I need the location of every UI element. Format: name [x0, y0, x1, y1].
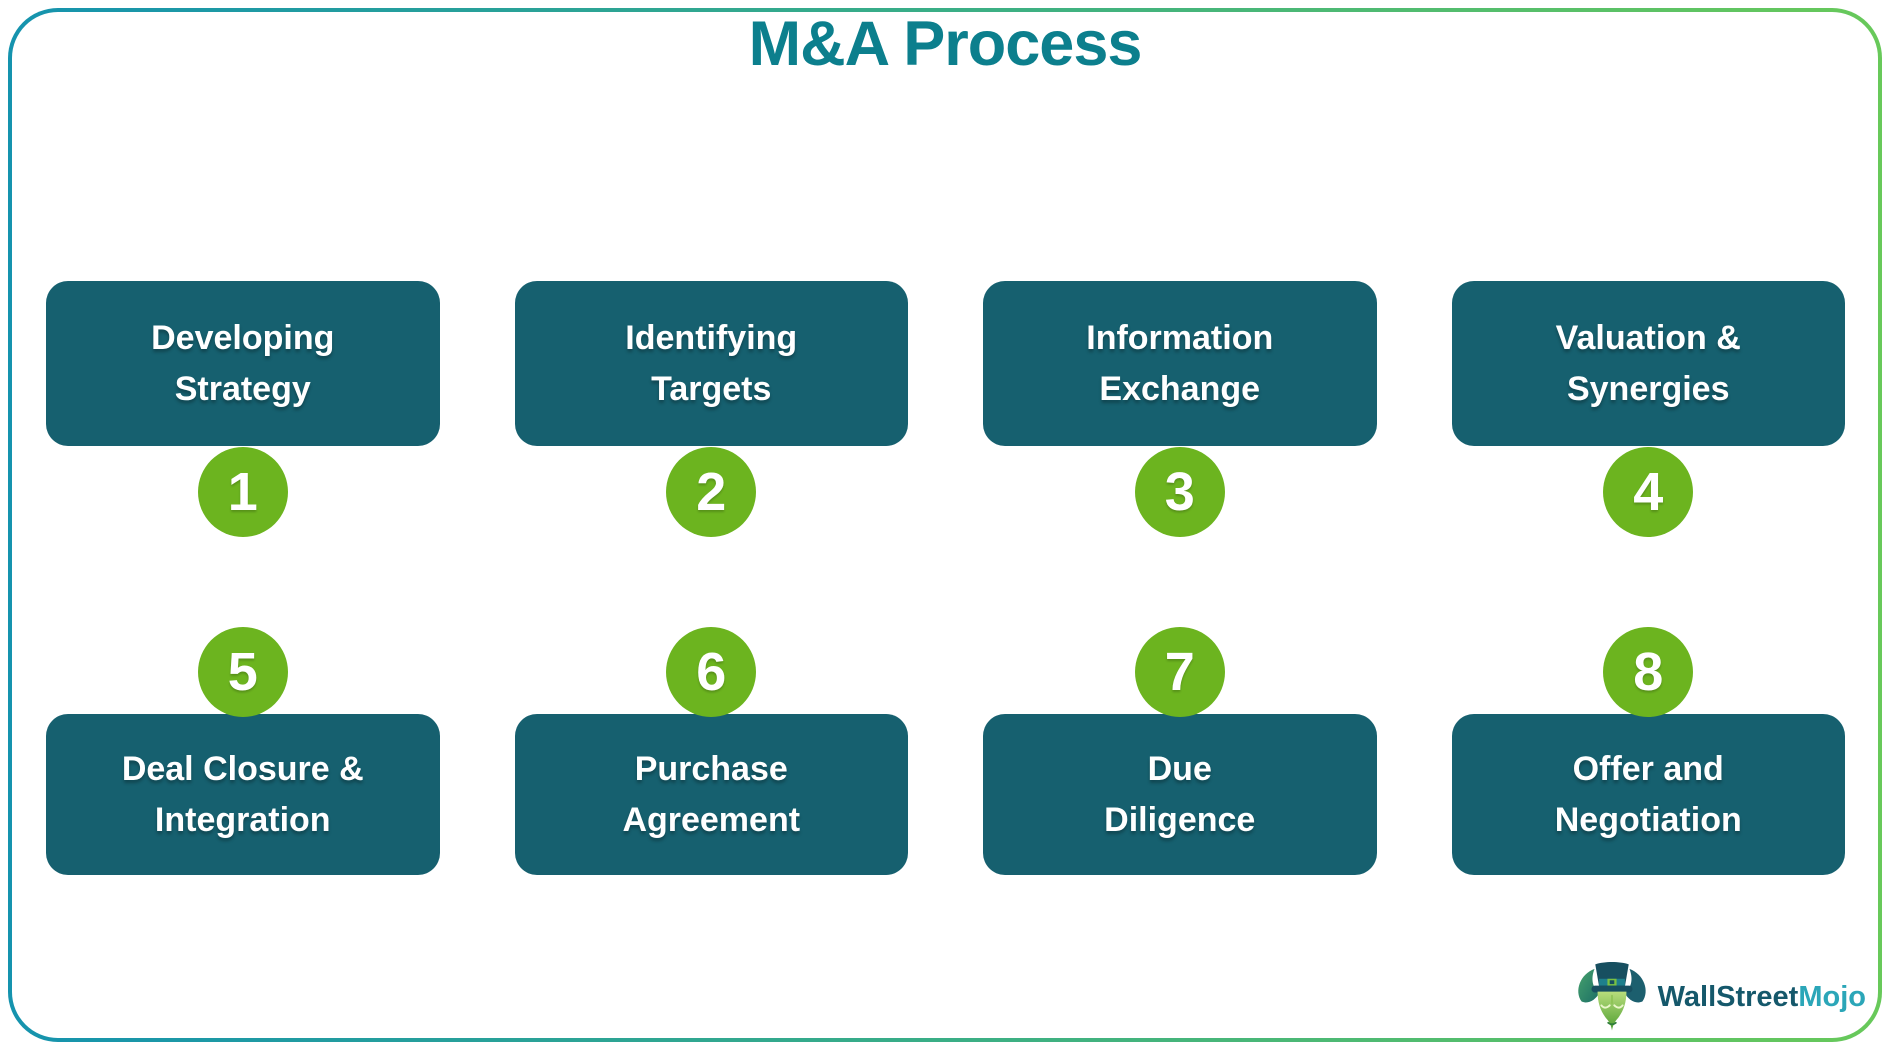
- step-number-badge: 4: [1603, 447, 1694, 537]
- process-step: Information Exchange 3: [983, 281, 1377, 537]
- step-number-badge: 7: [1134, 627, 1225, 717]
- step-number-badge: 5: [197, 627, 288, 717]
- process-step: 8 Offer and Negotiation: [1451, 627, 1845, 875]
- wallstreetmojo-bull-icon: [1577, 962, 1646, 1031]
- process-step: Identifying Targets 2: [514, 281, 908, 537]
- step-box: Due Diligence: [983, 714, 1377, 875]
- process-step: 6 Purchase Agreement: [514, 627, 908, 875]
- step-label: Due Diligence: [1104, 749, 1256, 839]
- step-number-badge: 6: [666, 627, 757, 717]
- step-box: Purchase Agreement: [514, 714, 908, 875]
- page-title: M&A Process: [748, 9, 1143, 79]
- step-number-badge: 2: [666, 447, 757, 537]
- brand-text-secondary: Mojo: [1798, 980, 1866, 1013]
- process-step: 5 Deal Closure & Integration: [46, 627, 440, 875]
- wallstreetmojo-wordmark: WallStreetMojo: [1658, 981, 1866, 1014]
- process-row-bottom: 5 Deal Closure & Integration 6 Purchase …: [46, 627, 1845, 875]
- wallstreetmojo-logo: WallStreetMojo: [1574, 956, 1866, 1038]
- brand-text-primary: WallStreet: [1657, 980, 1799, 1013]
- step-label: Purchase Agreement: [622, 749, 801, 839]
- step-number-badge: 8: [1603, 627, 1694, 717]
- step-box: Valuation & Synergies: [1451, 281, 1845, 446]
- step-label: Deal Closure & Integration: [121, 749, 364, 839]
- step-box: Developing Strategy: [46, 281, 440, 446]
- step-label: Valuation & Synergies: [1555, 318, 1741, 408]
- step-number-badge: 1: [197, 447, 288, 537]
- step-label: Identifying Targets: [625, 318, 798, 408]
- step-box: Offer and Negotiation: [1451, 714, 1845, 875]
- process-step: 7 Due Diligence: [983, 627, 1377, 875]
- step-label: Developing Strategy: [151, 318, 335, 408]
- step-label: Offer and Negotiation: [1554, 749, 1742, 839]
- step-box: Identifying Targets: [514, 281, 908, 446]
- step-box: Information Exchange: [983, 281, 1377, 446]
- step-box: Deal Closure & Integration: [46, 714, 440, 875]
- process-step: Developing Strategy 1: [46, 281, 440, 537]
- process-step: Valuation & Synergies 4: [1451, 281, 1845, 537]
- step-label: Information Exchange: [1086, 318, 1274, 408]
- step-number-badge: 3: [1134, 447, 1225, 537]
- process-row-top: Developing Strategy 1 Identifying Target…: [46, 281, 1845, 537]
